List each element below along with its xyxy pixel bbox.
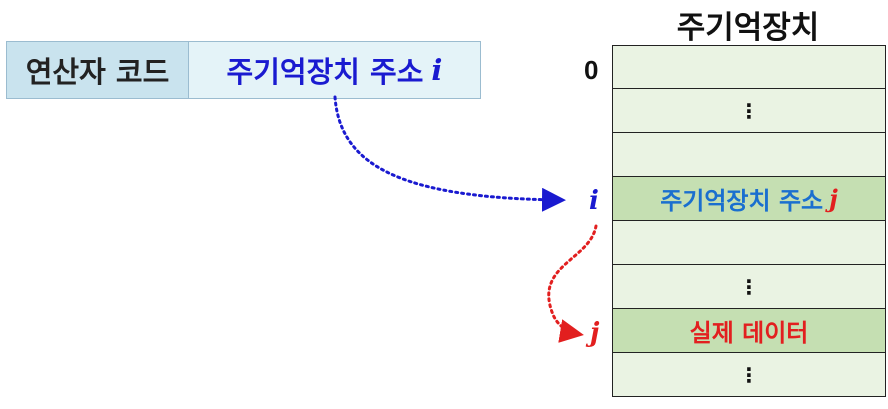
memory-row-empty xyxy=(612,221,886,265)
ellipsis-icon: ⋮ xyxy=(739,362,759,387)
memory-row-i: 주기억장치 주소 j xyxy=(612,177,886,221)
ellipsis-icon: ⋮ xyxy=(739,98,759,123)
red-pointer-arrow xyxy=(547,224,598,343)
memory-title: 주기억장치 xyxy=(676,10,820,46)
memory-row-i-variable: j xyxy=(829,184,838,213)
address-label: 주기억장치 주소 xyxy=(226,55,424,89)
blue-pointer-arrow xyxy=(333,95,566,212)
address-label-j: j xyxy=(590,318,600,348)
memory-row-ellipsis: ⋮ xyxy=(612,265,886,309)
address-variable: i xyxy=(431,53,443,87)
opcode-field: 연산자 코드 xyxy=(6,41,189,99)
memory-row-ellipsis: ⋮ xyxy=(612,89,886,133)
memory-row-empty xyxy=(612,133,886,177)
memory-row-j: 실제 데이터 xyxy=(612,309,886,353)
ellipsis-icon: ⋮ xyxy=(739,274,759,299)
memory-row-0 xyxy=(612,45,886,89)
address-label-0: 0 xyxy=(584,55,599,85)
opcode-label: 연산자 코드 xyxy=(25,55,170,89)
address-label-i: i xyxy=(589,186,599,216)
memory-row-i-label: 주기억장치 주소 xyxy=(660,187,824,215)
memory-row-j-label: 실제 데이터 xyxy=(689,319,809,347)
memory-row-ellipsis: ⋮ xyxy=(612,353,886,397)
main-memory: ⋮ 주기억장치 주소 j ⋮ 실제 데이터 ⋮ xyxy=(612,45,886,397)
